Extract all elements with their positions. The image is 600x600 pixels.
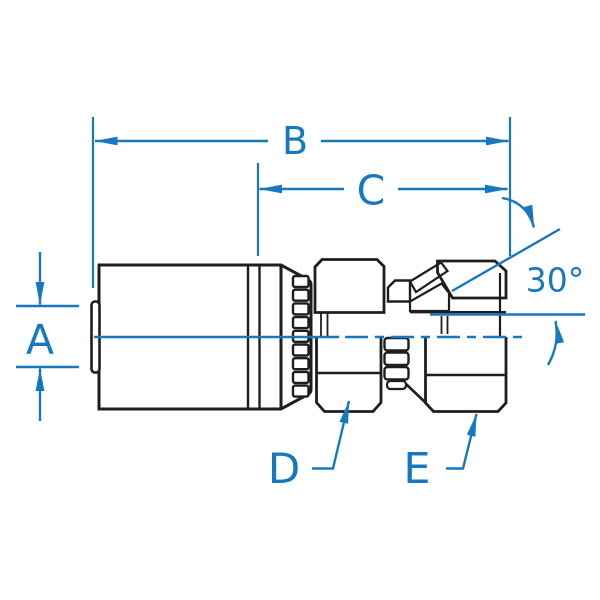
nut-shoulder-section <box>408 261 450 294</box>
dimension-a: A <box>16 252 79 421</box>
dimension-label-a: A <box>26 316 54 364</box>
swivel-joint-hex <box>383 336 410 391</box>
dimension-label-b: B <box>282 119 308 163</box>
seat-angle-line <box>451 227 561 293</box>
swivel-cone-edge <box>405 383 429 406</box>
dimension-c: C <box>256 163 508 256</box>
nut-d-section <box>313 258 386 314</box>
nipple-hex-section <box>386 279 412 303</box>
fitting-outline <box>90 258 508 413</box>
dimension-label-c: C <box>357 167 386 215</box>
dimension-annotations: B C A 30° D <box>16 117 585 494</box>
leader-e: E <box>403 413 478 494</box>
d-leader-line <box>312 400 351 470</box>
dimension-label-d: D <box>268 444 300 493</box>
dimension-b: B <box>91 117 512 288</box>
nut-d-external <box>315 337 383 413</box>
crimp-collar-slots <box>291 274 310 398</box>
leader-d: D <box>268 400 351 493</box>
seat-lip-section <box>408 282 451 313</box>
dimension-label-e: E <box>403 444 430 494</box>
e-leader-line <box>446 413 478 470</box>
seat-angle-annotation: 30° <box>430 196 585 366</box>
angle-arc-upper <box>501 196 536 228</box>
nut-e-section <box>436 259 508 300</box>
angle-arc-lower <box>546 320 565 366</box>
angle-label: 30° <box>526 261 585 300</box>
